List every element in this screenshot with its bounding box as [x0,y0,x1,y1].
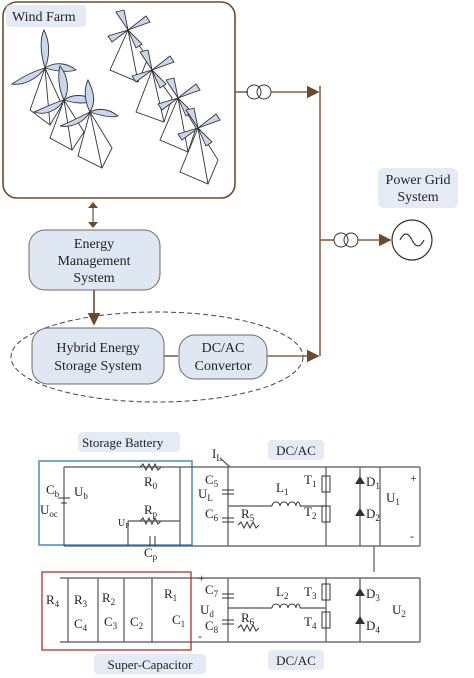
storage-battery-label: Storage Battery [82,435,164,450]
wind-turbine-icons [10,9,221,185]
label-r4: R4 [46,592,60,609]
label-c4: C4 [74,616,88,633]
inductor-l2-symbol [271,603,301,609]
supercap-model-outline [41,571,192,651]
label-t1: T1 [304,472,316,489]
bottom-circuit-wiring [60,577,421,643]
label-t4: T4 [304,614,317,631]
label-c3: C3 [104,614,118,631]
ems-line3: System [73,271,114,286]
label-d4: D4 [366,618,380,635]
transistor-t3-symbol [321,583,331,601]
ems-line2: Management [57,254,130,269]
resistor-r0-symbol [139,462,162,472]
sine-wave-icon [399,233,425,247]
power-grid-label-line1: Power Grid [386,173,451,188]
label-c1: C1 [172,612,185,629]
label-r2: R2 [102,590,115,607]
transistor-t4-symbol [321,611,331,629]
label-ub: Ub [74,484,88,501]
label-r1: R1 [164,586,177,603]
storage-battery-label-bg [78,432,180,452]
ems-bidirectional-arrow [88,202,98,228]
dcac-line1: DC/AC [202,341,245,356]
label-cb: Cb [46,482,60,499]
u1-minus-sign: - [410,529,414,543]
label-r0: R0 [144,474,158,491]
wind-turbine-icon [107,9,151,83]
diode-d4-symbol [355,616,365,624]
top-circuit-wiring [63,457,421,547]
label-r3: R3 [74,592,88,609]
label-t3: T3 [304,584,317,601]
label-c5: C5 [205,472,219,489]
label-ud: Ud [200,602,214,619]
wind-farm-box [2,1,236,199]
hess-line1: Hybrid Energy [56,341,139,356]
grid-transformer-coil-2 [343,232,359,248]
label-l1: L1 [276,480,288,497]
label-d1: D1 [366,474,380,491]
grid-transformer-coil-1 [333,232,349,248]
ems-line1: Energy [74,237,114,252]
ud-plus-sign: + [198,571,205,585]
diode-d3-symbol [355,588,365,596]
label-uoc: Uoc [40,502,58,519]
label-r5: R5 [241,506,255,523]
label-cp: Cp [144,545,158,562]
hess-box [31,327,165,385]
storage-group-ellipse [10,311,304,403]
label-l2: L2 [276,584,288,601]
u1-plus-sign: + [410,471,417,485]
label-c8: C8 [205,618,219,635]
power-grid-label-bg [378,168,458,208]
wind-turbine-icon [59,78,119,169]
label-u2: U2 [392,602,406,619]
label-c6: C6 [205,506,219,523]
wind-turbine-icon [131,49,175,123]
inductor-l1-symbol [271,501,301,507]
label-c7: C7 [205,582,219,599]
label-rp: Rp [144,502,158,519]
wind-turbine-icon [177,107,221,185]
battery-model-outline [38,460,193,546]
label-ul: UL [198,486,213,503]
super-capacitor-label-bg [94,654,206,674]
diode-d1-symbol [355,476,365,484]
dcac-top-label: DC/AC [276,443,316,458]
dcac-line2: Convertor [195,359,252,374]
label-up: UP [118,518,129,530]
super-capacitor-label: Super-Capacitor [108,657,194,672]
power-grid-label-line2: System [397,190,438,205]
wind-farm-label: Wind Farm [12,10,76,25]
transformer-coil-2 [256,84,272,100]
resistor-r5-symbol [237,520,260,530]
label-d2: D2 [366,506,380,523]
diode-d2-symbol [355,508,365,516]
label-d3: D3 [366,586,380,603]
dcac-box [178,334,268,380]
transistor-t1-symbol [321,475,331,493]
label-il: IL [212,446,222,463]
wind-farm-label-bg [6,5,86,27]
ud-minus-sign: - [198,629,202,643]
label-u1: U1 [386,490,400,507]
wind-turbine-icon [157,77,201,153]
label-r6: R6 [241,610,255,627]
dcac-bottom-label-bg [268,650,324,670]
dcac-bottom-label: DC/AC [276,653,316,668]
label-t2: T2 [304,504,316,521]
transistor-t2-symbol [321,505,331,523]
transformer-coil-1 [246,84,262,100]
hess-line2: Storage System [54,359,142,374]
label-c2: C2 [130,614,143,631]
dcac-top-label-bg [268,440,324,460]
resistor-r6-symbol [237,623,260,633]
